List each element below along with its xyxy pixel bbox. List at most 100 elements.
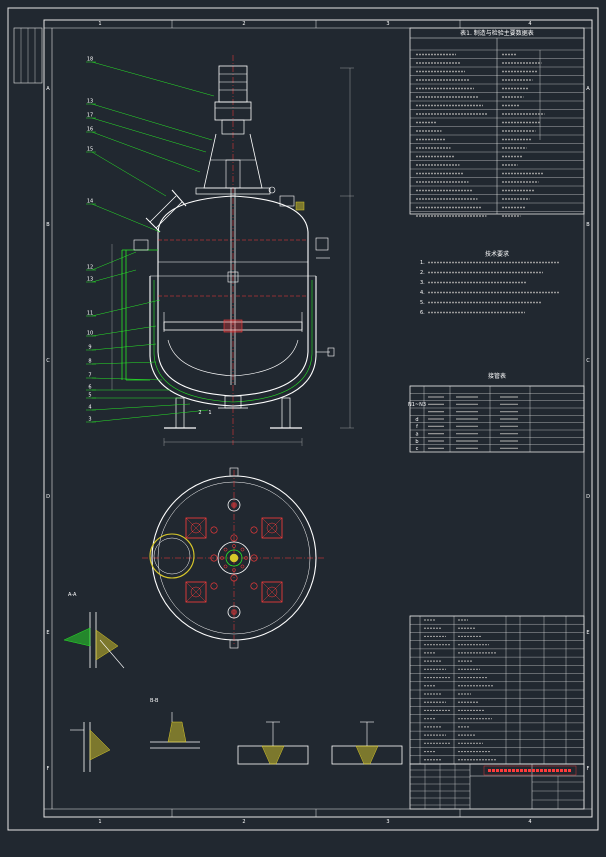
- sheet-outer-border: [7, 7, 599, 831]
- plan-bottom-tab: [229, 639, 239, 649]
- plan-nozzle-top: [227, 498, 241, 512]
- tech-table-heading: 表1. 制造与检验主要数据表: [460, 29, 534, 37]
- plan-central-flange: [217, 541, 251, 575]
- coupling: [221, 119, 245, 135]
- detail-caption-2: B-B: [150, 698, 159, 704]
- title-company-band: [483, 765, 577, 776]
- tech-req-line: 4.: [420, 290, 425, 296]
- plan-small-nozzle: [250, 582, 258, 590]
- right-lug: [315, 237, 329, 251]
- support-lug: [261, 517, 283, 539]
- flange-bolt-hole: [220, 556, 224, 560]
- tech-req-line: 1.: [420, 260, 425, 266]
- zone-col-1: 1: [98, 819, 101, 825]
- callout-number: 13: [87, 99, 93, 105]
- callout-number: 4: [88, 405, 91, 411]
- callout-1: 18: [86, 57, 215, 97]
- callout-number: 18: [87, 57, 93, 63]
- plan-small-nozzle: [230, 534, 238, 542]
- zone-col-2: 2: [242, 819, 245, 825]
- nozzle-table-heading: 接管表: [488, 372, 506, 380]
- callout-number: 11: [87, 311, 93, 317]
- callout-14: 6: [86, 385, 170, 391]
- plan-view: [142, 467, 326, 649]
- plan-manhole: [149, 533, 195, 579]
- callout-16: 4: [86, 403, 191, 411]
- zone-row-B: B: [586, 222, 590, 228]
- zone-col-4: 4: [528, 819, 531, 825]
- callout-8: 13: [86, 269, 137, 283]
- callout-number: 6: [88, 385, 91, 391]
- zone-row-B: B: [46, 222, 50, 228]
- plan-small-nozzle: [230, 574, 238, 582]
- callout-number: 17: [87, 113, 93, 119]
- anchor-arm: [167, 339, 299, 377]
- zone-row-F: F: [47, 766, 50, 772]
- tech-table-rows: [410, 38, 584, 217]
- flange-bolt-hole: [223, 547, 228, 552]
- plan-top-tab: [229, 467, 239, 477]
- nozzle-code: b: [415, 439, 418, 445]
- shaft-coupling: [227, 271, 239, 283]
- tech-req-heading: 技术要求: [485, 250, 509, 258]
- nozzle-code: f: [416, 424, 418, 430]
- nozzle-code: N1~N3: [408, 402, 426, 408]
- top-nozzle-right-2: [295, 201, 305, 211]
- nozzle-code: a: [415, 432, 418, 438]
- tech-req-line: 2.: [420, 270, 425, 276]
- callout-10: 10: [86, 325, 157, 337]
- callout-15: 5: [86, 393, 180, 399]
- zone-row-A: A: [46, 86, 50, 92]
- callout-number: 3: [88, 417, 91, 423]
- callout-18: 2: [198, 410, 201, 416]
- weld-detail-2: [70, 722, 111, 772]
- parts-rows: [410, 615, 584, 764]
- support-lug: [261, 581, 283, 603]
- weld-detail-5: [331, 721, 403, 765]
- zone-row-D: D: [46, 494, 50, 500]
- callout-number: 16: [87, 127, 93, 133]
- callout-4: 16: [86, 127, 201, 173]
- weld-detail-4: [237, 721, 309, 765]
- callout-6: 14: [86, 199, 161, 233]
- callout-number: 5: [88, 393, 91, 399]
- inner-vessel-shell: [157, 195, 309, 397]
- plan-nozzle-bottom: [227, 605, 241, 619]
- callout-3: 17: [86, 113, 207, 153]
- flange-bolt-hole: [232, 544, 236, 548]
- callout-number: 12: [87, 265, 93, 271]
- callout-2: 13: [86, 99, 213, 141]
- zone-row-F: F: [587, 766, 590, 772]
- head-flange: [195, 187, 271, 195]
- support-lug: [185, 517, 207, 539]
- flange-bolt-hole: [232, 568, 236, 572]
- zone-col-3: 3: [386, 21, 389, 27]
- plan-small-nozzle: [250, 554, 258, 562]
- callout-number: 14: [87, 199, 93, 205]
- sight-glass: [268, 186, 276, 194]
- nozzle-code: c: [416, 446, 419, 452]
- callout-number: 9: [88, 345, 91, 351]
- tech-data-table: 表1. 制造与检验主要数据表: [409, 27, 585, 217]
- callout-12: 8: [86, 359, 157, 365]
- manhole-nozzle: [145, 189, 187, 233]
- parts-list: [409, 615, 585, 765]
- zone-row-A: A: [586, 86, 590, 92]
- jacket-insulation: [153, 280, 313, 403]
- title-block: [409, 763, 585, 810]
- flange-bolt-hole: [223, 564, 228, 569]
- flange-bolt-hole: [244, 556, 248, 560]
- detail-caption-aa: A-A: [68, 592, 77, 598]
- zone-row-C: C: [46, 358, 50, 364]
- nozzle-code: d: [415, 417, 418, 423]
- callout-number: 8: [88, 359, 91, 365]
- plan-small-nozzle: [210, 526, 218, 534]
- callout-7: 12: [86, 251, 137, 271]
- heating-jacket: [149, 276, 317, 407]
- flange-bolt-hole: [240, 564, 245, 569]
- zone-col-4: 4: [528, 21, 531, 27]
- left-lug: [133, 239, 149, 251]
- flange-bolts: [210, 526, 258, 590]
